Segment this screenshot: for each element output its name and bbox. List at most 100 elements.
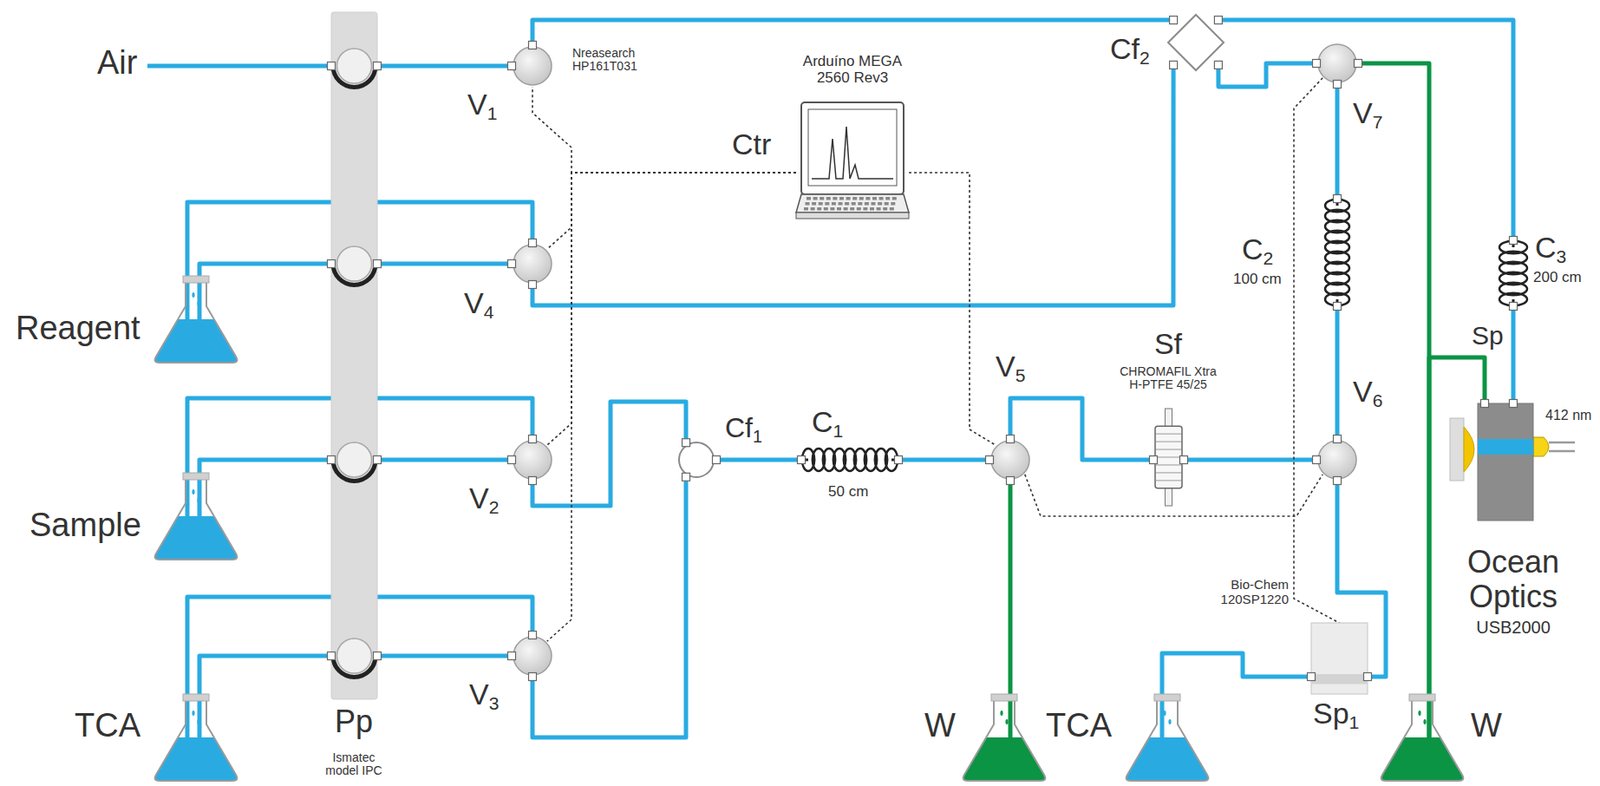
tube-fitting xyxy=(327,455,336,464)
shape-part xyxy=(805,202,810,206)
tube-fitting xyxy=(682,472,691,481)
shape-part xyxy=(1325,293,1350,306)
tube xyxy=(1218,63,1317,87)
tube xyxy=(377,64,512,69)
shape-part xyxy=(859,196,864,201)
part-label: Sample xyxy=(29,507,142,544)
shape-part xyxy=(811,126,894,179)
tube-fitting xyxy=(1333,476,1342,485)
tube-fitting xyxy=(1307,672,1316,680)
solenoid-valve: V1Nreasearch HP161T031 xyxy=(511,45,554,87)
solenoid-valve: V5 xyxy=(989,438,1032,481)
tube xyxy=(532,19,1174,46)
shape-part xyxy=(816,207,822,211)
part-label: TCA xyxy=(74,707,141,745)
shape-part xyxy=(1477,403,1534,521)
tube-fitting xyxy=(528,672,537,681)
tube-fitting xyxy=(508,652,516,660)
shape-part xyxy=(1311,622,1368,694)
tube-fitting xyxy=(528,239,537,248)
part-label: V7 xyxy=(1352,97,1383,130)
tube xyxy=(532,401,686,506)
control-wire xyxy=(908,172,996,445)
tube-fitting xyxy=(1180,456,1189,464)
shape-part xyxy=(1318,440,1357,479)
shape-part xyxy=(826,196,831,201)
tube-fitting xyxy=(1169,60,1178,69)
shape-part xyxy=(182,472,209,480)
shape-part xyxy=(196,718,200,725)
part-shape xyxy=(1165,12,1227,73)
shape-part xyxy=(851,202,856,206)
tube xyxy=(1162,653,1312,742)
part-label: V5 xyxy=(995,350,1026,383)
shape-part xyxy=(796,212,909,219)
part-label: V3 xyxy=(469,678,499,711)
detector-window xyxy=(1463,426,1475,472)
tube xyxy=(1335,306,1340,439)
part-label: Cf1 xyxy=(724,412,763,444)
part-label: Reagent xyxy=(15,310,141,347)
shape-part xyxy=(1477,438,1534,455)
shape-part xyxy=(801,102,904,195)
part-shape xyxy=(1316,438,1359,481)
part-shape xyxy=(511,45,554,87)
tube-fitting xyxy=(373,652,382,660)
tube xyxy=(377,261,512,267)
shape-part xyxy=(1417,710,1421,716)
tube xyxy=(898,457,990,463)
part-shape xyxy=(1477,403,1534,521)
part-label: C3 xyxy=(1534,231,1567,264)
shape-part xyxy=(1168,718,1171,725)
shape-part xyxy=(829,207,835,211)
part-shape xyxy=(152,693,240,781)
shape-part xyxy=(331,12,378,699)
tube xyxy=(199,655,332,742)
shape-part xyxy=(155,319,238,363)
shape-part xyxy=(999,710,1003,716)
tube-fitting xyxy=(528,631,537,640)
tube-fitting xyxy=(682,438,691,447)
tube xyxy=(1511,306,1516,404)
part-shape xyxy=(1378,693,1466,781)
part-label: C2 xyxy=(1241,233,1274,266)
part-shape xyxy=(1123,693,1211,781)
solenoid-valve: V4 xyxy=(511,242,554,285)
part-note: Bio-Chem 120SP1220 xyxy=(1193,577,1289,607)
tube xyxy=(1183,457,1317,463)
syringe-pump: Sp1Bio-Chem 120SP1220 xyxy=(1311,622,1368,694)
detector-body xyxy=(1449,417,1464,481)
tube-fitting xyxy=(528,476,537,485)
shape-part xyxy=(839,196,844,201)
wavelength-label: 412 nm xyxy=(1545,407,1592,424)
tube-fitting xyxy=(712,456,721,464)
shape-part xyxy=(337,48,373,84)
reaction-coil: C150 cm xyxy=(801,447,899,472)
tube-fitting xyxy=(1333,435,1342,444)
control-wire xyxy=(1293,78,1340,623)
part-label: V2 xyxy=(469,482,499,515)
shape-part xyxy=(513,440,552,479)
control-wire xyxy=(532,86,797,173)
shape-part xyxy=(849,207,855,211)
tube-fitting xyxy=(1364,672,1372,680)
part-shape xyxy=(511,438,554,481)
shape-part xyxy=(1155,433,1182,435)
shape-part xyxy=(882,207,888,211)
shape-part xyxy=(155,478,238,560)
shape-part xyxy=(872,196,877,201)
tube-fitting xyxy=(1169,16,1178,25)
led-lamp xyxy=(1533,437,1549,457)
shape-part xyxy=(1155,479,1182,481)
tube-fitting xyxy=(1333,302,1342,311)
shape-part xyxy=(877,202,882,206)
shape-part xyxy=(844,202,849,206)
tube-fitting xyxy=(986,456,994,464)
tube-fitting xyxy=(797,456,806,464)
peristaltic-pump: PpIsmatec model IPC xyxy=(331,12,378,699)
shape-part xyxy=(1312,673,1367,684)
tube-fitting xyxy=(894,456,903,464)
shape-part xyxy=(1155,425,1183,489)
part-note: Nreasearch HP161T031 xyxy=(572,46,668,74)
tube-fitting xyxy=(373,62,382,71)
